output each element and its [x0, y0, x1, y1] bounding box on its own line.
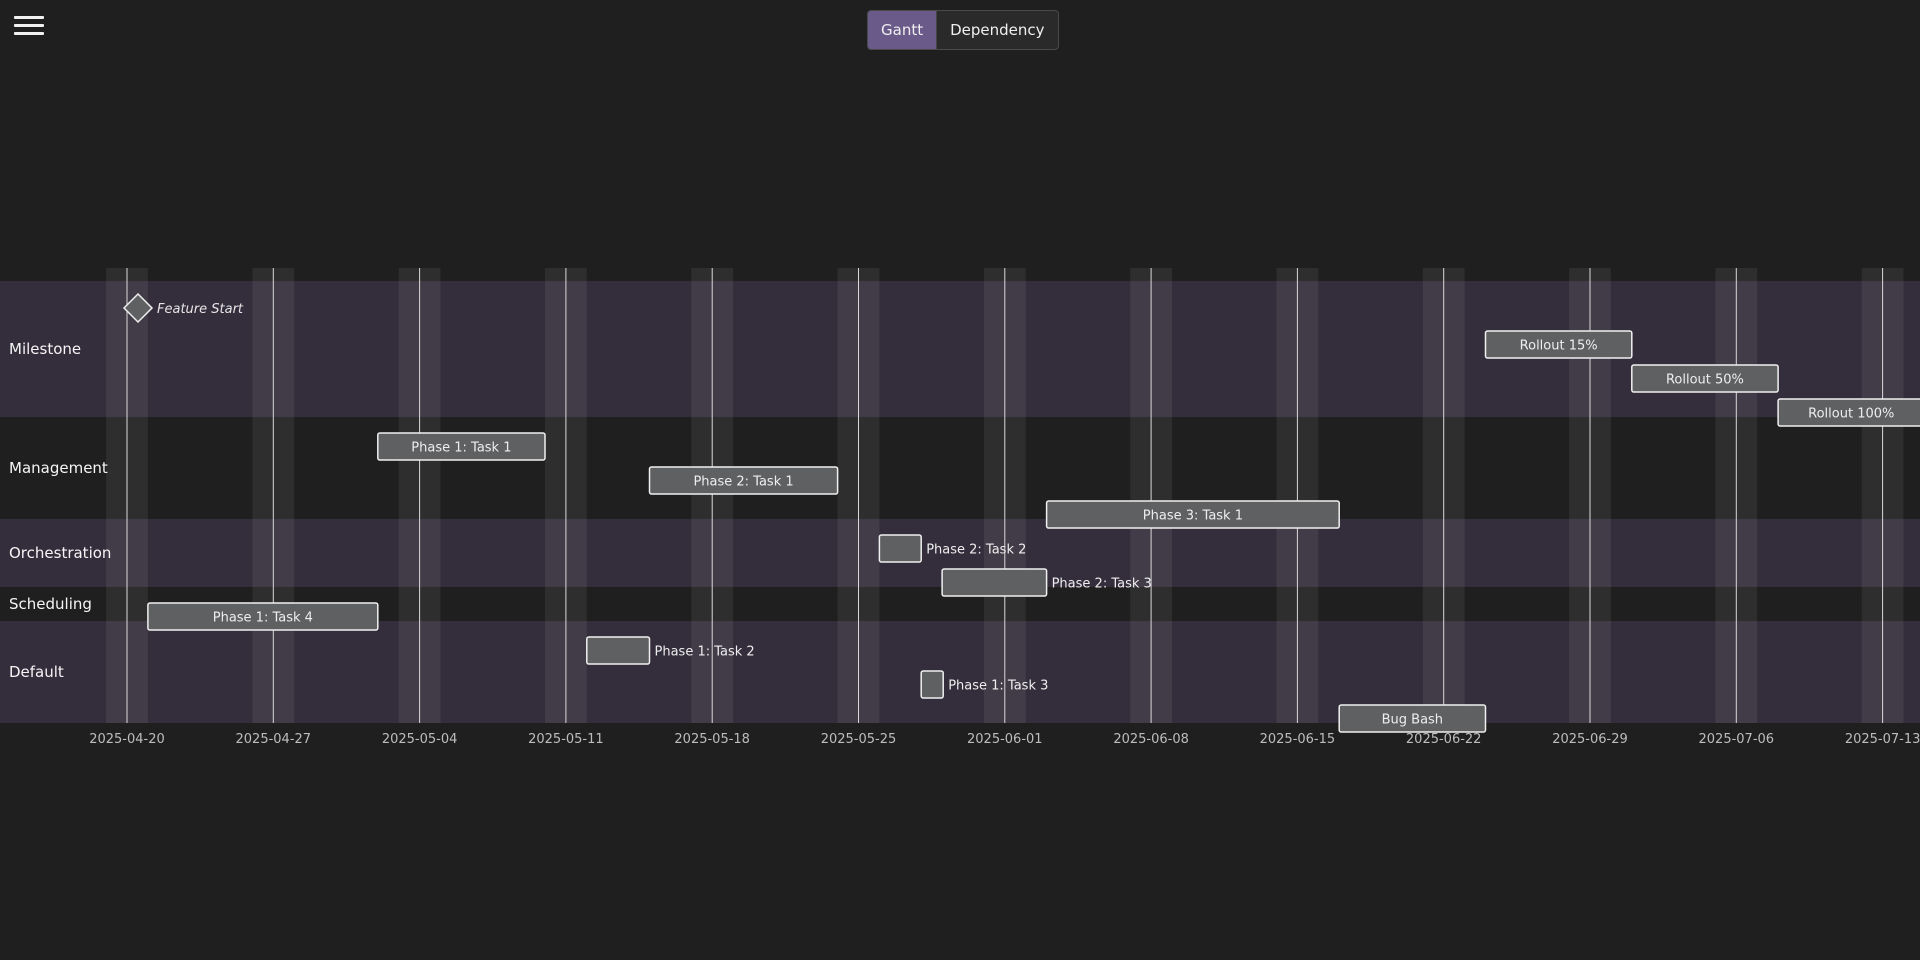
weekend-band — [1569, 268, 1590, 723]
tick-label: 2025-05-11 — [528, 732, 604, 747]
group-labels: MilestoneManagementOrchestrationScheduli… — [9, 340, 111, 681]
task-bar — [1338, 704, 1487, 733]
weekend-band — [1422, 268, 1444, 723]
tick-label: 2025-06-22 — [1406, 732, 1482, 747]
tick-label: 2025-05-25 — [821, 732, 897, 747]
tick-label: 2025-05-04 — [382, 732, 458, 747]
group-bands — [0, 281, 1920, 723]
weekend-band — [1151, 268, 1172, 723]
group-label: Scheduling — [9, 595, 92, 613]
weekend-band — [858, 268, 880, 723]
task-bar — [878, 534, 922, 563]
group-band — [0, 621, 1920, 723]
milestone-marker — [122, 292, 154, 324]
task-label: Phase 2: Task 2 — [926, 543, 1026, 558]
task-label: Phase 1: Task 4 — [213, 611, 313, 626]
tick-label: 2025-05-18 — [674, 732, 750, 747]
task-label: Phase 2: Task 1 — [693, 475, 793, 490]
task-label: Rollout 15% — [1520, 339, 1598, 354]
milestone-label: Feature Start — [157, 302, 244, 317]
weekend-band — [837, 268, 859, 723]
task-label: Bug Bash — [1382, 713, 1443, 728]
task-label: Phase 1: Task 1 — [411, 441, 511, 456]
weekend-band — [983, 268, 1005, 723]
task-label: Phase 1: Task 2 — [655, 645, 755, 660]
weekend-band — [1130, 268, 1152, 723]
weekend-band — [106, 268, 127, 723]
task-bar — [1045, 500, 1340, 529]
tick-label: 2025-07-06 — [1699, 732, 1775, 747]
gantt-view-button[interactable]: Gantt — [868, 11, 937, 49]
weekend-band — [565, 268, 587, 723]
task-label: Phase 1: Task 3 — [948, 679, 1048, 694]
weekend-band — [545, 268, 566, 723]
tick-label: 2025-04-20 — [89, 732, 165, 747]
group-label: Milestone — [9, 340, 81, 358]
tick-label: 2025-07-13 — [1845, 732, 1920, 747]
group-label: Management — [9, 459, 108, 477]
weekend-band — [1715, 268, 1737, 723]
task-bar — [586, 636, 651, 665]
weekend-band — [252, 268, 274, 723]
weekend-band — [1443, 268, 1465, 723]
weekend-band — [273, 268, 295, 723]
weekend-band — [691, 268, 713, 723]
view-toggle: Gantt Dependency — [867, 10, 1059, 50]
tick-label: 2025-06-01 — [967, 732, 1043, 747]
weekend-band — [1882, 268, 1904, 723]
weekend-band — [1004, 268, 1026, 723]
weekend-band — [712, 268, 734, 723]
tick-label: 2025-06-29 — [1552, 732, 1628, 747]
tick-label: 2025-04-27 — [236, 732, 312, 747]
task-label: Rollout 100% — [1808, 407, 1894, 422]
task-bar — [920, 670, 944, 699]
weekend-band — [1590, 268, 1611, 723]
weekend-band — [1736, 268, 1758, 723]
task-bar — [377, 432, 546, 461]
hamburger-menu-icon[interactable] — [14, 16, 44, 40]
tick-label: 2025-06-15 — [1260, 732, 1336, 747]
task-label: Rollout 50% — [1666, 373, 1744, 388]
group-label: Orchestration — [9, 544, 111, 562]
task-bar — [1484, 330, 1633, 359]
task-bar — [648, 466, 839, 495]
weekend-band — [1276, 268, 1298, 723]
weekend-band — [398, 268, 420, 723]
group-label: Default — [9, 663, 64, 681]
weekend-band — [1297, 268, 1319, 723]
task-bar — [941, 568, 1048, 597]
task-label: Phase 2: Task 3 — [1052, 577, 1152, 592]
dependency-view-button[interactable]: Dependency — [936, 11, 1057, 49]
task-bar — [147, 602, 379, 631]
task-label: Phase 3: Task 1 — [1143, 509, 1243, 524]
task-bar — [1631, 364, 1779, 393]
weekend-band — [127, 268, 148, 723]
weekend-band — [1861, 268, 1883, 723]
task-bar — [1777, 398, 1920, 427]
weekend-band — [419, 268, 441, 723]
x-axis: 2025-04-20 2025-04-27 2025-05-04 2025-05-11… — [89, 268, 1920, 747]
tick-label: 2025-06-08 — [1113, 732, 1189, 747]
